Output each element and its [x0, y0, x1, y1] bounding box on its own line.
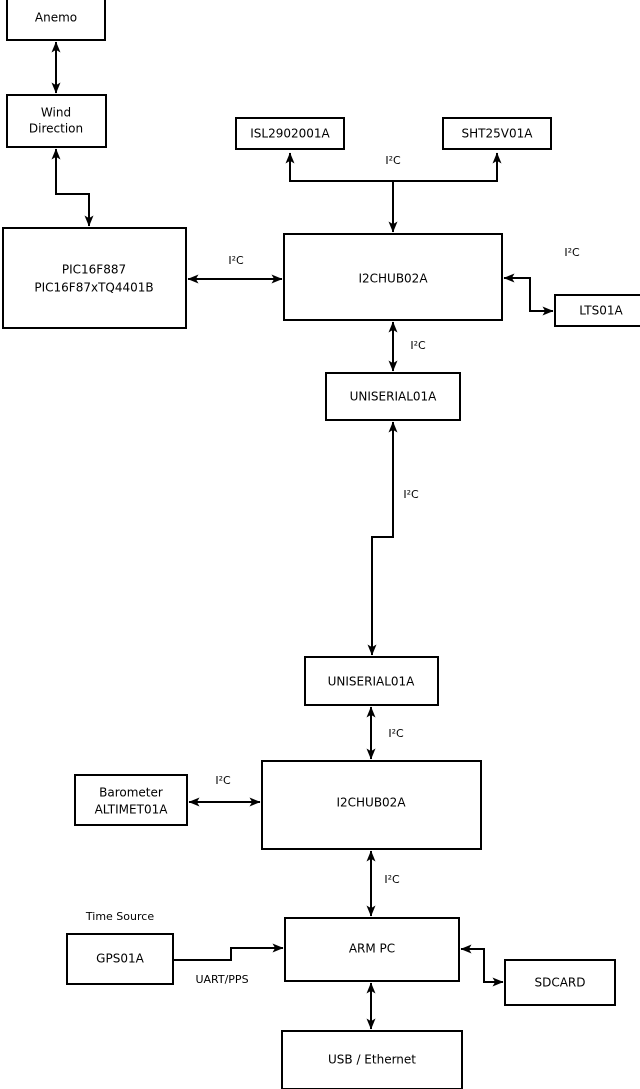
edge-label-uniserial-link: I²C: [403, 488, 419, 501]
edge-label-hub-lts: I²C: [564, 246, 580, 259]
node-pic-mcu[interactable]: PIC16F887 PIC16F87xTQ4401B: [2, 227, 187, 329]
node-sdcard[interactable]: SDCARD: [504, 959, 616, 1006]
connector-hub-isl: [285, 152, 398, 233]
edge-hub-bot-armpc: I²C: [366, 850, 400, 917]
node-isl2902001a-label: ISL2902001A: [250, 127, 330, 141]
node-anemo-label: Anemo: [35, 11, 77, 25]
edge-label-uniserial-hub-bot: I²C: [388, 727, 404, 740]
edge-baro-hub-bot: I²C: [188, 774, 261, 807]
node-i2chub02a-bottom[interactable]: I2CHUB02A: [261, 760, 482, 850]
node-anemo[interactable]: Anemo: [6, 0, 106, 41]
node-gps01a-label: GPS01A: [96, 952, 144, 966]
node-lts01a[interactable]: LTS01A: [554, 294, 640, 327]
edge-armpc-sdcard: [460, 944, 504, 987]
node-i2chub02a-top-label: I2CHUB02A: [358, 272, 428, 286]
node-arm-pc[interactable]: ARM PC: [284, 917, 460, 982]
node-gps01a[interactable]: GPS01A: [66, 933, 174, 985]
node-i2chub02a-top[interactable]: I2CHUB02A: [283, 233, 503, 321]
node-sht25v01a[interactable]: SHT25V01A: [442, 117, 552, 150]
node-wind-direction-label-line2: Direction: [29, 122, 83, 136]
connector-uniserial-link: [367, 421, 398, 656]
node-barometer-box[interactable]: [74, 774, 188, 826]
node-wind-direction-label-line1: Wind: [41, 106, 71, 120]
node-pic-mcu-box[interactable]: [2, 227, 187, 329]
edge-hub-isl-sht: I²C: [285, 152, 502, 233]
node-arm-pc-label: ARM PC: [349, 942, 395, 956]
label-time-source: Time Source: [85, 910, 154, 923]
node-i2chub02a-bottom-label: I2CHUB02A: [336, 796, 406, 810]
edge-pic-hub: I²C: [187, 254, 283, 284]
node-barometer-label-line2: ALTIMET01A: [95, 803, 169, 817]
edge-gps-armpc: UART/PPS: [173, 943, 284, 986]
edge-uniserial-link: I²C: [367, 421, 419, 656]
node-uniserial01a-top[interactable]: UNISERIAL01A: [325, 372, 461, 421]
node-pic-mcu-label-line1: PIC16F887: [62, 263, 126, 277]
node-sdcard-box[interactable]: [504, 959, 616, 1006]
node-isl2902001a-box[interactable]: [235, 117, 345, 150]
connector-gps-armpc: [173, 943, 284, 961]
node-anemo-box[interactable]: [6, 0, 106, 41]
edge-label-hub-bot-armpc: I²C: [384, 873, 400, 886]
node-lts01a-box[interactable]: [554, 294, 640, 327]
node-gps01a-box[interactable]: [66, 933, 174, 985]
edge-label-gps-armpc: UART/PPS: [195, 973, 248, 986]
node-isl2902001a[interactable]: ISL2902001A: [235, 117, 345, 150]
node-sht25v01a-box[interactable]: [442, 117, 552, 150]
node-sdcard-label: SDCARD: [534, 976, 585, 990]
node-uniserial01a-bottom[interactable]: UNISERIAL01A: [304, 656, 439, 706]
edge-label-baro-hub-bot: I²C: [215, 774, 231, 787]
node-lts01a-label: LTS01A: [579, 304, 623, 318]
edge-label-pic-hub: I²C: [228, 254, 244, 267]
node-barometer-label-line1: Barometer: [99, 786, 163, 800]
connector-hub-sht: [393, 152, 502, 182]
node-i2chub02a-bottom-box[interactable]: [261, 760, 482, 850]
node-uniserial01a-bottom-box[interactable]: [304, 656, 439, 706]
connector-wind-pic: [51, 148, 94, 227]
node-uniserial01a-top-label: UNISERIAL01A: [350, 390, 438, 404]
edge-label-isl-sht: I²C: [385, 154, 401, 167]
node-wind-direction-box[interactable]: [6, 94, 107, 148]
node-sht25v01a-label: SHT25V01A: [462, 127, 534, 141]
edge-hub-uniserial: I²C: [388, 321, 426, 372]
node-i2chub02a-top-box[interactable]: [283, 233, 503, 321]
connector-hub-lts: [503, 273, 554, 316]
node-usb-ethernet-label: USB / Ethernet: [328, 1053, 416, 1067]
node-barometer[interactable]: Barometer ALTIMET01A: [74, 774, 188, 826]
node-usb-ethernet[interactable]: USB / Ethernet: [281, 1030, 463, 1089]
node-pic-mcu-label-line2: PIC16F87xTQ4401B: [34, 281, 153, 295]
edge-label-hub-uniserial: I²C: [410, 339, 426, 352]
node-wind-direction[interactable]: Wind Direction: [6, 94, 107, 148]
edge-hub-lts: I²C: [503, 246, 580, 316]
node-usb-ethernet-box[interactable]: [281, 1030, 463, 1089]
node-uniserial01a-top-box[interactable]: [325, 372, 461, 421]
node-uniserial01a-bottom-label: UNISERIAL01A: [328, 675, 416, 689]
node-arm-pc-box[interactable]: [284, 917, 460, 982]
connector-armpc-sdcard: [460, 944, 504, 987]
edge-uniserial-hub-bot: I²C: [366, 706, 404, 760]
edge-wind-pic: [51, 148, 94, 227]
